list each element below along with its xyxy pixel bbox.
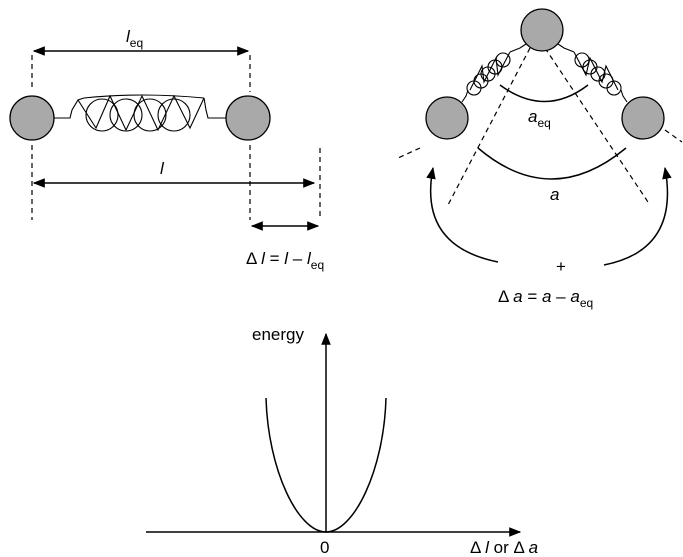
bond-stretch-panel: leq l Δ l = l – leq xyxy=(9,27,324,272)
bond-spring xyxy=(54,94,226,132)
angle-spring-right xyxy=(557,43,628,103)
a-eq-arc xyxy=(499,84,589,103)
angle-spring-left xyxy=(461,43,527,103)
atom-center xyxy=(520,8,564,52)
y-axis-label: energy xyxy=(252,325,304,344)
delta-a-label: Δ a = a – aeq xyxy=(498,287,593,310)
angle-dash-1 xyxy=(447,47,531,206)
atom-bend-left xyxy=(425,96,469,140)
angle-dash-3 xyxy=(397,147,421,159)
angle-dash-4 xyxy=(664,129,683,143)
a-label: a xyxy=(550,185,559,204)
energy-parabola xyxy=(265,397,387,533)
x-axis-label: Δ l or Δ a xyxy=(470,538,538,557)
l-label: l xyxy=(160,159,165,178)
delta-a-arrow-right xyxy=(603,166,672,266)
atom-right xyxy=(225,95,271,141)
delta-l-label: Δ l = l – leq xyxy=(246,249,324,272)
a-eq-label: aeq xyxy=(528,107,551,130)
atom-bend-right xyxy=(621,96,665,140)
plus-sign: + xyxy=(556,257,566,276)
a-arc xyxy=(477,147,627,180)
delta-a-arrow-left xyxy=(426,166,499,263)
angle-bend-panel: aeq a + Δ a = a – aeq xyxy=(397,8,683,310)
energy-plot: energy 0 Δ l or Δ a xyxy=(146,325,538,557)
atom-left xyxy=(9,95,55,141)
origin-label: 0 xyxy=(320,538,329,557)
angle-dash-2 xyxy=(544,47,651,206)
l-eq-label: leq xyxy=(126,27,143,50)
